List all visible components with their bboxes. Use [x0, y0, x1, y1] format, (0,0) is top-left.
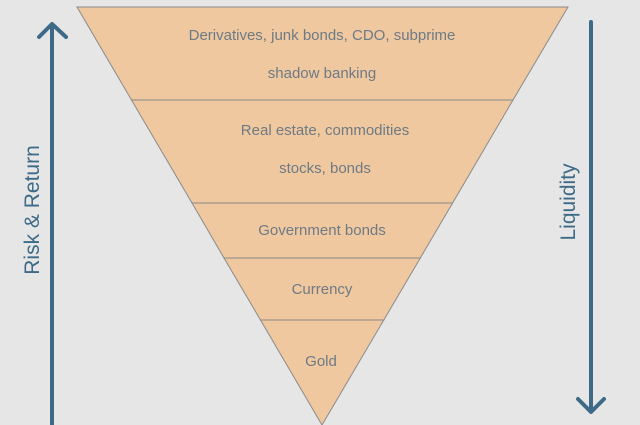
pyramid-tier-2	[130, 99, 514, 204]
tier-2-line-1: Real estate, commodities	[241, 122, 409, 139]
tier-5-label: Gold	[305, 353, 337, 370]
liquidity-label: Liquidity	[557, 163, 580, 241]
tier-1-line-2: shadow banking	[268, 65, 376, 82]
arrow-down-icon	[576, 20, 606, 414]
tier-1-line-1: Derivatives, junk bonds, CDO, subprime	[189, 27, 456, 44]
pyramid-tier-5	[259, 319, 385, 425]
risk-return-label: Risk & Return	[21, 145, 44, 275]
tier-4-label: Currency	[292, 281, 353, 298]
tier-2-line-2: stocks, bonds	[279, 160, 371, 177]
arrow-up-icon	[37, 22, 68, 425]
pyramid-tier-1	[76, 6, 569, 101]
tier-3-label: Government bonds	[258, 222, 386, 239]
